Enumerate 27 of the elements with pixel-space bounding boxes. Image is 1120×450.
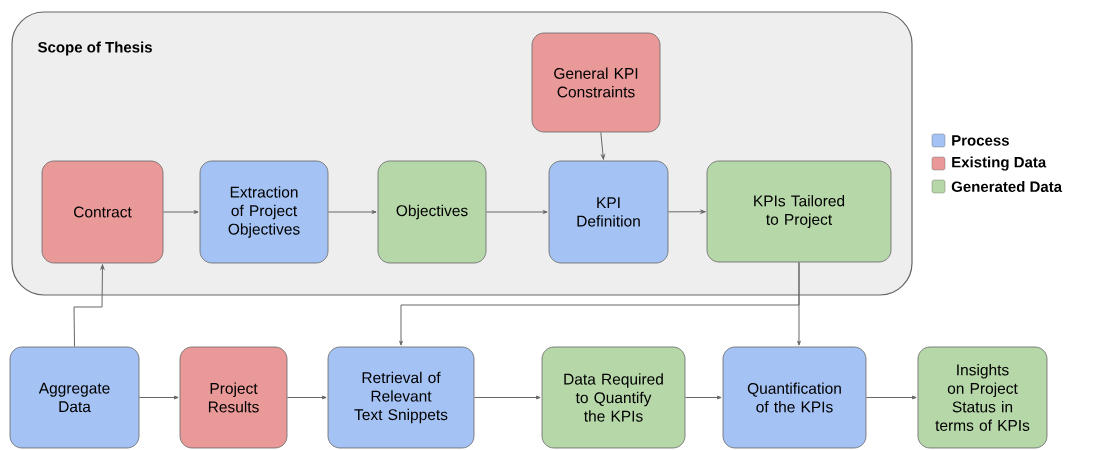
process-box: Insights on Project Status in terms of KPIs bbox=[917, 346, 1048, 449]
process-box: Retrieval of Relevant Text Snippets bbox=[327, 346, 475, 449]
arrow bbox=[797, 261, 801, 346]
process-box: KPI Definition bbox=[548, 160, 669, 264]
legend-label: Existing Data bbox=[952, 156, 1047, 171]
arrow bbox=[138, 395, 179, 400]
legend-label: Generated Data bbox=[951, 181, 1063, 192]
process-box: Project Results bbox=[179, 346, 288, 449]
arrow bbox=[162, 210, 199, 214]
process-box: Extraction of Project Objectives bbox=[199, 160, 329, 264]
legend-label: Process bbox=[952, 135, 1009, 146]
arrow bbox=[286, 395, 327, 400]
process-box: KPIs Tailored to Project bbox=[706, 160, 892, 263]
arrow bbox=[473, 395, 541, 400]
arrow bbox=[485, 210, 548, 214]
process-box: Objectives bbox=[377, 160, 487, 264]
arrow bbox=[865, 395, 917, 400]
process-box: Aggregate Data bbox=[9, 346, 140, 449]
arrow bbox=[600, 131, 605, 160]
process-box: Data Required to Quantify the KPIs bbox=[541, 346, 686, 449]
process-box: Quantification of the KPIs bbox=[722, 346, 867, 449]
arrow bbox=[667, 209, 706, 214]
process-box: General KPI Constraints bbox=[531, 32, 661, 133]
arrow bbox=[684, 395, 722, 400]
arrow bbox=[73, 264, 105, 348]
process-box: Contract bbox=[41, 160, 164, 264]
arrow bbox=[327, 210, 377, 214]
